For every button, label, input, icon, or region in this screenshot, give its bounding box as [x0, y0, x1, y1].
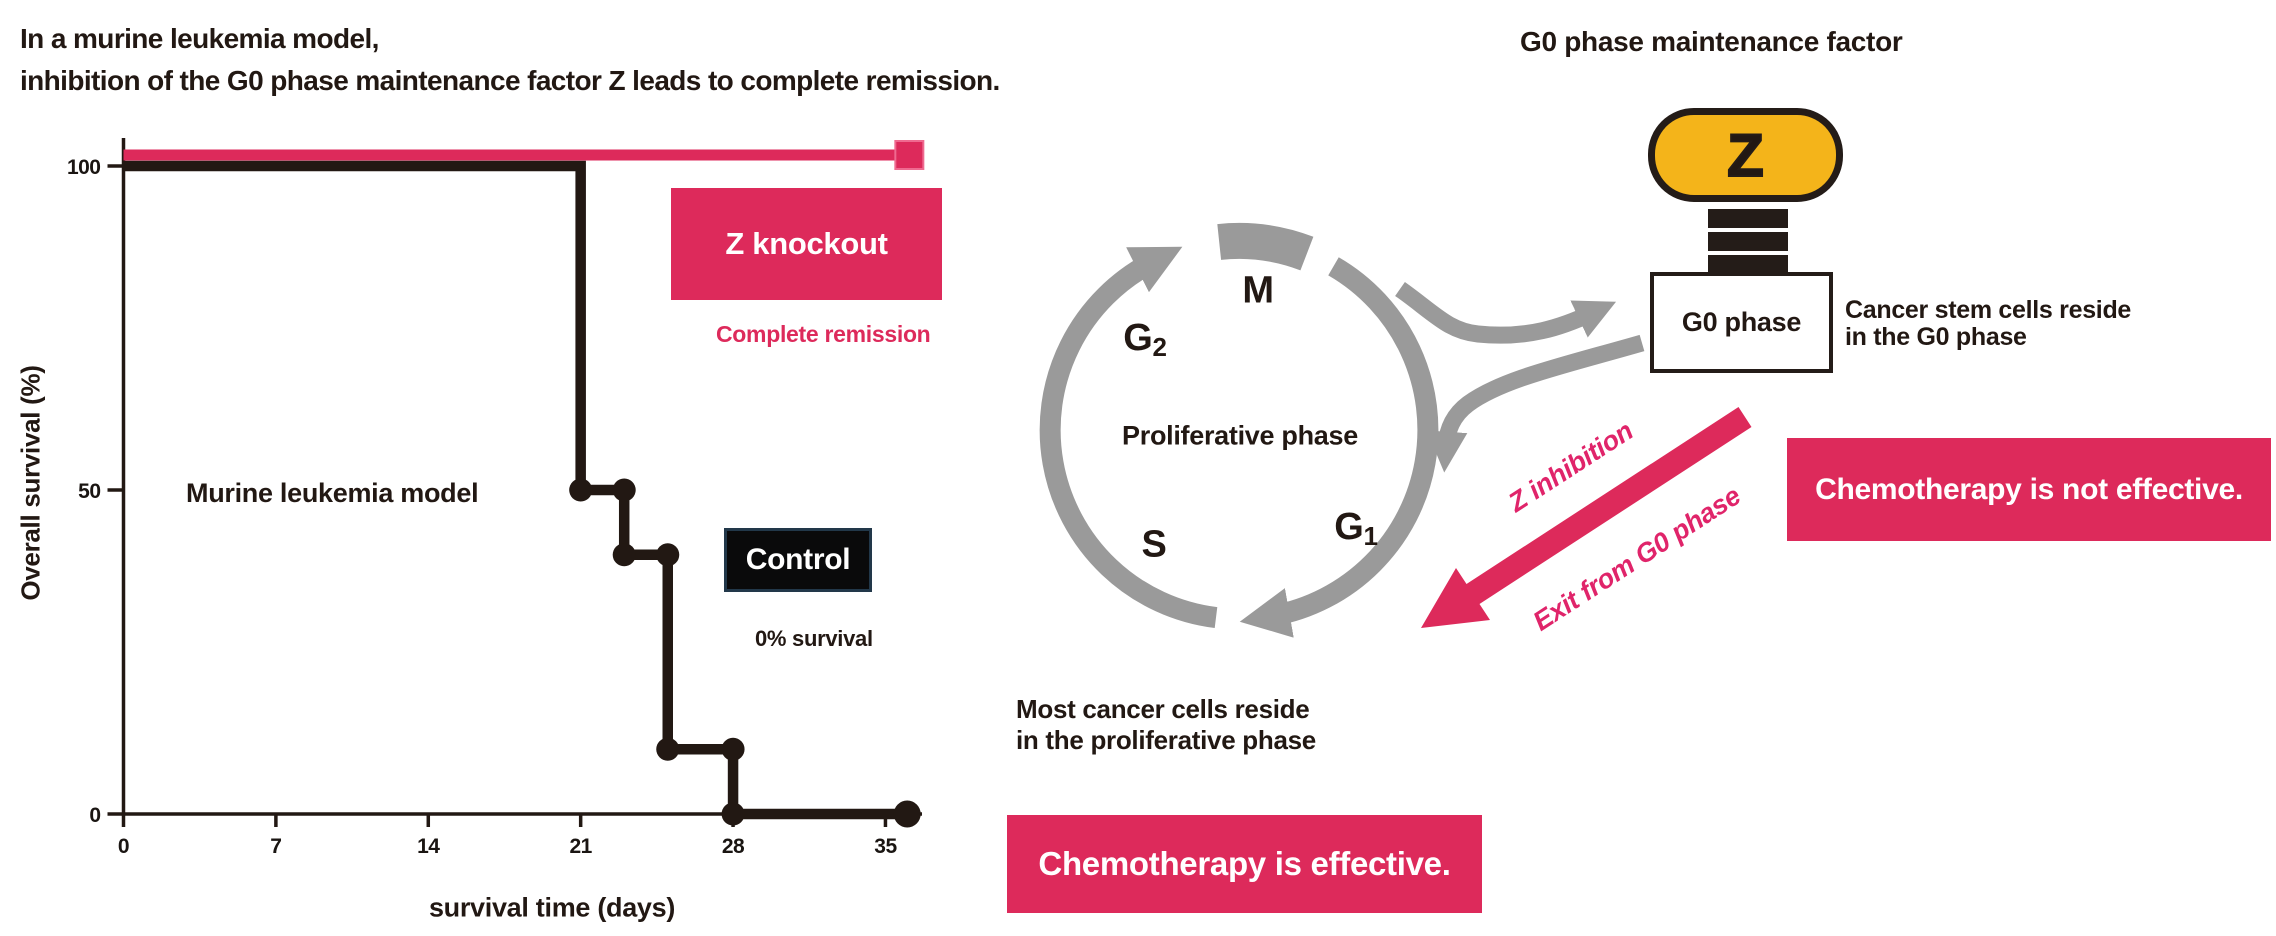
- g0-note: Cancer stem cells reside in the G0 phase: [1845, 297, 2131, 351]
- arrow-g0-to-cycle: [1426, 334, 1645, 473]
- z-connector-bar-3: [1708, 255, 1788, 274]
- g0-note-line2: in the G0 phase: [1845, 323, 2027, 351]
- model-annotation: Murine leukemia model: [186, 478, 479, 508]
- z-connector-bar-1: [1708, 209, 1788, 228]
- km-survival-chart: 100 50 00 7 14 21 28 35: [67, 138, 925, 858]
- cycle-arc-left: [1039, 246, 1218, 629]
- z-factor-letter: Z: [1726, 121, 1765, 190]
- zero-survival-note: 0% survival: [755, 626, 873, 651]
- cycle-label-g2: G2: [1123, 317, 1167, 363]
- g1-sub: 1: [1363, 521, 1378, 551]
- svg-text:0: 0: [89, 804, 100, 827]
- arrow-cycle-to-g0: [1395, 282, 1617, 344]
- proliferative-note-line1: Most cancer cells reside: [1016, 694, 1310, 724]
- z-factor-badge: Z: [1648, 108, 1843, 202]
- proliferative-phase-label: Proliferative phase: [1122, 420, 1358, 451]
- cycle-label-s: S: [1141, 523, 1167, 566]
- g0-exchange-arrows: [1395, 282, 1645, 473]
- svg-text:50: 50: [78, 480, 100, 503]
- x-axis-label: survival time (days): [428, 892, 676, 923]
- svg-text:14: 14: [417, 835, 440, 858]
- proliferative-note-line2: in the proliferative phase: [1016, 725, 1316, 755]
- svg-text:100: 100: [67, 156, 101, 179]
- cell-cycle-ring: [1039, 222, 1439, 638]
- svg-text:7: 7: [270, 835, 281, 858]
- g0-note-line1: Cancer stem cells reside: [1845, 296, 2132, 324]
- chemo-not-effective-banner: Chemotherapy is not effective.: [1787, 438, 2271, 541]
- z-knockout-legend: Z knockout: [671, 188, 942, 300]
- svg-text:21: 21: [569, 835, 592, 858]
- g0-heading: G0 phase maintenance factor: [1520, 26, 1903, 57]
- cycle-label-m: M: [1242, 269, 1274, 312]
- figure-title: In a murine leukemia model, inhibition o…: [20, 18, 1000, 102]
- complete-remission-note: Complete remission: [716, 321, 931, 347]
- svg-text:28: 28: [722, 835, 745, 858]
- g2-base: G: [1123, 317, 1153, 359]
- proliferative-note: Most cancer cells reside in the prolifer…: [1016, 694, 1316, 756]
- figure-title-line2: inhibition of the G0 phase maintenance f…: [20, 65, 1000, 96]
- g1-base: G: [1334, 506, 1364, 548]
- g2-sub: 2: [1152, 332, 1167, 362]
- y-axis-label: Overall survival (%): [15, 365, 46, 601]
- svg-text:35: 35: [874, 835, 897, 858]
- control-legend: Control: [724, 528, 872, 592]
- cycle-top-bar: [1217, 222, 1314, 271]
- figure-title-line1: In a murine leukemia model,: [20, 23, 379, 54]
- svg-text:0: 0: [118, 835, 129, 858]
- cycle-label-g1: G1: [1334, 506, 1378, 552]
- g0-phase-box: G0 phase: [1650, 272, 1833, 373]
- z-connector-bar-2: [1708, 232, 1788, 251]
- chemo-effective-banner: Chemotherapy is effective.: [1007, 815, 1482, 913]
- z-inhibition-arrow: [1421, 407, 1752, 628]
- cycle-arc-right-bottom: [1239, 257, 1439, 638]
